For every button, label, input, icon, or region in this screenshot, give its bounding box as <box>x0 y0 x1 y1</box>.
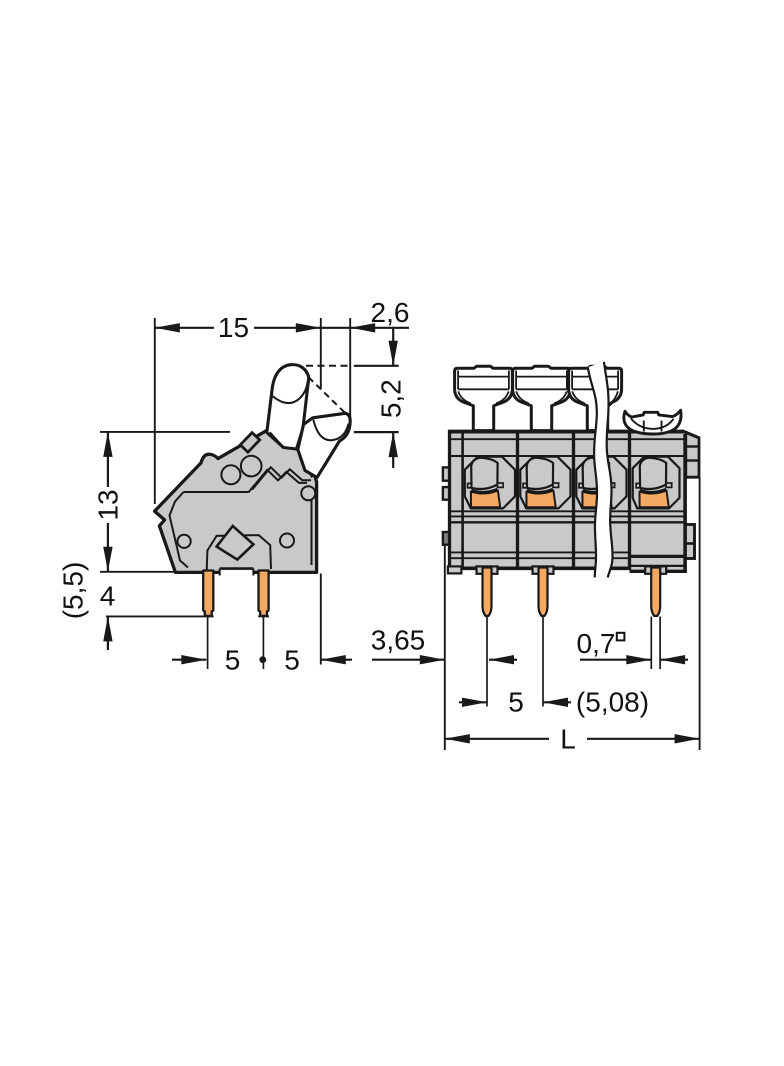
svg-text:L: L <box>560 724 576 755</box>
svg-text:0,7: 0,7 <box>577 628 616 659</box>
svg-text:13: 13 <box>93 489 124 520</box>
svg-text:5: 5 <box>284 645 300 676</box>
svg-text:5,2: 5,2 <box>376 379 407 418</box>
svg-text:2,6: 2,6 <box>371 297 410 328</box>
svg-text:(5,5): (5,5) <box>58 562 89 620</box>
svg-text:5: 5 <box>508 687 524 718</box>
svg-text:(5,08): (5,08) <box>576 687 649 718</box>
svg-text:15: 15 <box>218 312 249 343</box>
svg-text:4: 4 <box>100 581 116 612</box>
svg-text:5: 5 <box>225 645 241 676</box>
svg-text:3,65: 3,65 <box>371 625 426 656</box>
